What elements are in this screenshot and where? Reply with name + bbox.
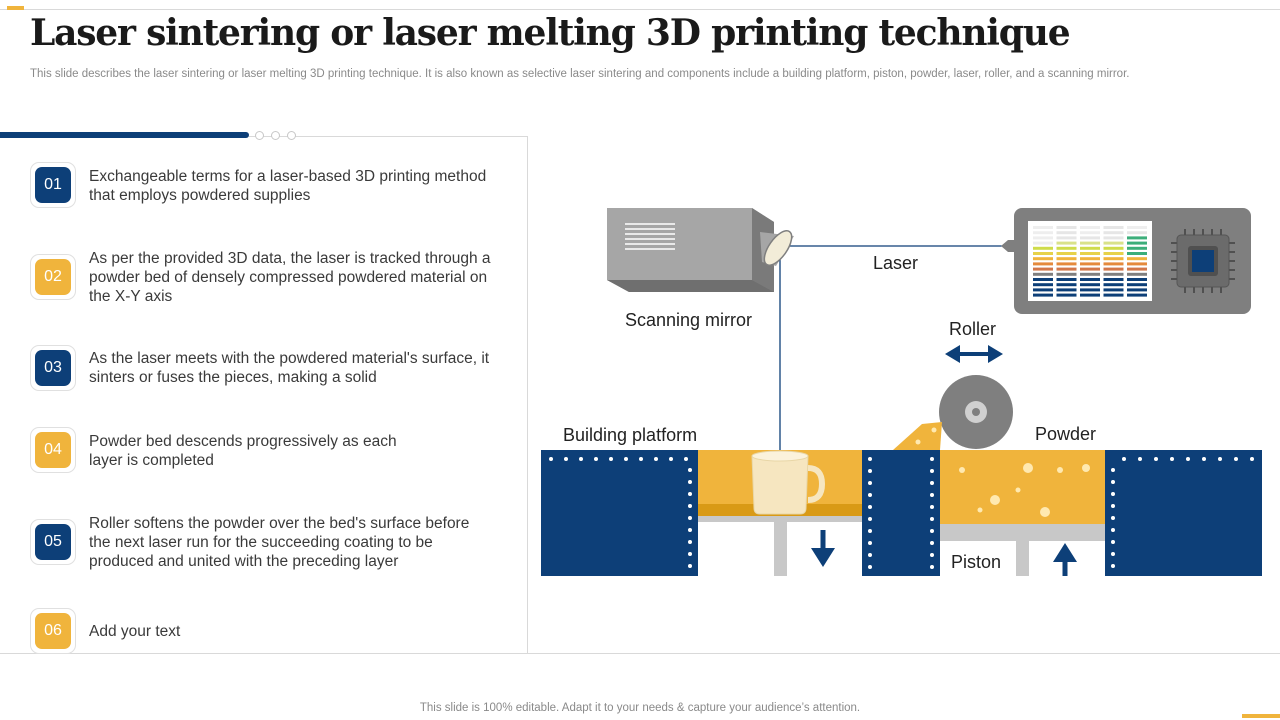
step-text: Exchangeable terms for a laser-based 3D … <box>89 168 487 204</box>
top-rule <box>0 9 1280 10</box>
right-wall <box>1105 450 1262 576</box>
powder-heap <box>893 422 942 450</box>
label-building-platform: Building platform <box>563 425 697 445</box>
roller <box>939 375 1013 449</box>
step-badge-frame: 04 <box>30 427 76 473</box>
down-arrow-icon <box>811 530 835 567</box>
label-roller: Roller <box>949 319 996 339</box>
step-text: As the laser meets with the powdered mat… <box>89 350 490 386</box>
up-arrow-icon <box>1053 543 1077 576</box>
progress-bar <box>0 132 249 138</box>
step-badge-frame: 03 <box>30 345 76 391</box>
label-laser: Laser <box>873 253 918 273</box>
middle-wall <box>862 450 940 576</box>
step-badge-frame: 05 <box>30 519 76 565</box>
piston-shaft <box>1016 541 1029 576</box>
step-number-badge: 04 <box>35 432 71 468</box>
step-number-badge: 01 <box>35 167 71 203</box>
label-powder: Powder <box>1035 424 1096 444</box>
build-plate <box>698 516 862 522</box>
powder-particles <box>959 463 1090 517</box>
step-number-badge: 02 <box>35 259 71 295</box>
page-title: Laser sintering or laser melting 3D prin… <box>30 12 1071 54</box>
progress-dot <box>271 131 280 140</box>
rivet-dots <box>549 457 1254 569</box>
label-piston: Piston <box>951 552 1001 572</box>
step-badge-frame: 06 <box>30 608 76 654</box>
step-badge-frame: 01 <box>30 162 76 208</box>
accent-tick <box>7 6 24 10</box>
left-wall <box>541 450 698 576</box>
step-badge-frame: 02 <box>30 254 76 300</box>
step-text: Add your text <box>89 623 181 640</box>
scanning-mirror-unit <box>607 208 794 292</box>
step-text: As per the provided 3D data, the laser i… <box>89 250 491 305</box>
progress-dot <box>287 131 296 140</box>
label-scanning-mirror: Scanning mirror <box>625 310 752 330</box>
step-number-badge: 05 <box>35 524 71 560</box>
accent-tick <box>1242 714 1280 718</box>
chip-icon <box>1171 229 1235 293</box>
steps-panel <box>0 136 528 654</box>
equalizer-display-icon <box>1033 226 1147 297</box>
printed-cup-icon <box>751 450 826 515</box>
vent-icon <box>625 223 675 250</box>
laser-device <box>1001 208 1251 314</box>
build-plate-shaft <box>774 522 787 576</box>
step-number-badge: 03 <box>35 350 71 386</box>
page-subtitle: This slide describes the laser sintering… <box>30 68 1130 80</box>
step-text: Powder bed descends progressively as eac… <box>89 433 397 469</box>
progress-dot <box>255 131 264 140</box>
piston-plate <box>940 524 1105 541</box>
step-text: Roller softens the powder over the bed's… <box>89 515 470 570</box>
diagram-panel-border <box>528 653 1280 654</box>
footer-note: This slide is 100% editable. Adapt it to… <box>419 702 861 714</box>
step-number-badge: 06 <box>35 613 71 649</box>
mirror-icon <box>763 230 793 266</box>
roller-direction-arrow-icon <box>945 345 1003 363</box>
powder-chamber <box>940 450 1105 524</box>
